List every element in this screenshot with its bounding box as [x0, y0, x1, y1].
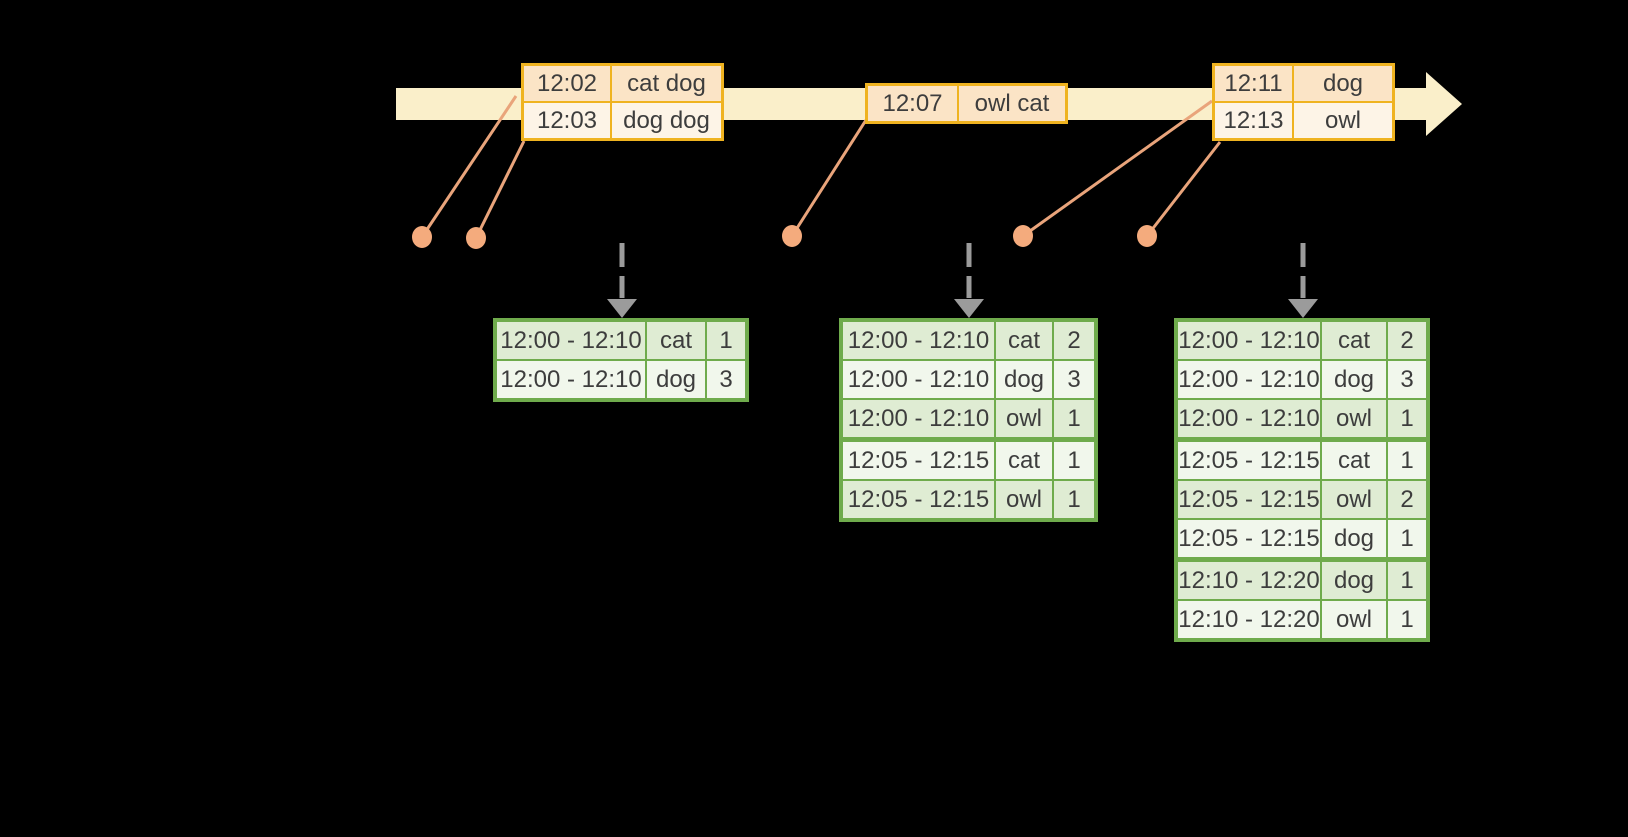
- word-cell: dog: [647, 361, 705, 398]
- event-dot: [782, 225, 802, 247]
- word-cell: owl: [996, 400, 1052, 437]
- word-cell: owl: [1322, 481, 1386, 518]
- event-connector-line: [1022, 99, 1213, 238]
- event-table: 12:07 owl cat: [865, 83, 1068, 124]
- window-cell: 12:00 - 12:10: [843, 322, 994, 359]
- window-cell: 12:00 - 12:10: [497, 361, 645, 398]
- group-separator: [843, 439, 1094, 440]
- window-cell: 12:00 - 12:10: [1178, 322, 1320, 359]
- count-cell: 1: [1388, 442, 1426, 479]
- event-dot: [1137, 225, 1157, 247]
- word-cell: cat: [647, 322, 705, 359]
- count-cell: 2: [1054, 322, 1094, 359]
- count-cell: 2: [1388, 322, 1426, 359]
- word-cell: cat: [1322, 322, 1386, 359]
- event-table: 12:11 dog 12:13 owl: [1212, 63, 1395, 141]
- event-time-cell: 12:13: [1215, 103, 1292, 138]
- window-cell: 12:05 - 12:15: [1178, 481, 1320, 518]
- window-cell: 12:10 - 12:20: [1178, 601, 1320, 638]
- event-connector-line: [1145, 141, 1222, 237]
- count-cell: 1: [1054, 442, 1094, 479]
- trigger-arrow-icon: [1288, 243, 1318, 318]
- group-separator: [1178, 439, 1426, 440]
- word-cell: cat: [1322, 442, 1386, 479]
- word-cell: dog: [1322, 361, 1386, 398]
- event-words-cell: cat dog: [612, 66, 721, 101]
- count-cell: 2: [1388, 481, 1426, 518]
- event-dot: [1013, 225, 1033, 247]
- count-cell: 1: [1054, 481, 1094, 518]
- count-cell: 1: [1054, 400, 1094, 437]
- count-cell: 3: [1388, 361, 1426, 398]
- event-time-cell: 12:07: [868, 86, 957, 121]
- count-cell: 1: [707, 322, 745, 359]
- window-cell: 12:05 - 12:15: [1178, 442, 1320, 479]
- window-cell: 12:00 - 12:10: [497, 322, 645, 359]
- word-cell: owl: [996, 481, 1052, 518]
- event-connector-line: [790, 119, 868, 237]
- word-cell: dog: [996, 361, 1052, 398]
- count-cell: 1: [1388, 400, 1426, 437]
- window-cell: 12:00 - 12:10: [843, 361, 994, 398]
- trigger-arrow-icon: [954, 243, 984, 318]
- event-table: 12:02 cat dog 12:03 dog dog: [521, 63, 724, 141]
- window-cell: 12:10 - 12:20: [1178, 562, 1320, 599]
- timeline-arrowhead-icon: [1426, 72, 1462, 136]
- count-cell: 3: [707, 361, 745, 398]
- count-cell: 1: [1388, 562, 1426, 599]
- event-dot: [466, 227, 486, 249]
- trigger-arrow-icon: [607, 243, 637, 318]
- word-cell: owl: [1322, 400, 1386, 437]
- word-cell: dog: [1322, 520, 1386, 557]
- window-cell: 12:05 - 12:15: [843, 442, 994, 479]
- event-connector-line: [420, 95, 518, 238]
- window-cell: 12:00 - 12:10: [1178, 361, 1320, 398]
- event-time-cell: 12:03: [524, 103, 610, 138]
- window-cell: 12:05 - 12:15: [843, 481, 994, 518]
- event-words-cell: dog dog: [612, 103, 721, 138]
- word-cell: owl: [1322, 601, 1386, 638]
- group-separator: [1178, 559, 1426, 560]
- window-cell: 12:00 - 12:10: [1178, 400, 1320, 437]
- count-cell: 3: [1054, 361, 1094, 398]
- word-cell: cat: [996, 322, 1052, 359]
- word-cell: dog: [1322, 562, 1386, 599]
- event-words-cell: owl cat: [959, 86, 1065, 121]
- event-time-cell: 12:11: [1215, 66, 1292, 101]
- event-words-cell: dog: [1294, 66, 1392, 101]
- result-table: 12:00 - 12:10 cat 1 12:00 - 12:10 dog 3: [493, 318, 749, 402]
- window-cell: 12:00 - 12:10: [843, 400, 994, 437]
- count-cell: 1: [1388, 520, 1426, 557]
- result-table: 12:00 - 12:10 cat 2 12:00 - 12:10 dog 3 …: [1174, 318, 1430, 642]
- window-cell: 12:05 - 12:15: [1178, 520, 1320, 557]
- count-cell: 1: [1388, 601, 1426, 638]
- event-connector-line: [474, 140, 526, 239]
- result-table: 12:00 - 12:10 cat 2 12:00 - 12:10 dog 3 …: [839, 318, 1098, 522]
- word-cell: cat: [996, 442, 1052, 479]
- event-dot: [412, 226, 432, 248]
- event-time-cell: 12:02: [524, 66, 610, 101]
- event-words-cell: owl: [1294, 103, 1392, 138]
